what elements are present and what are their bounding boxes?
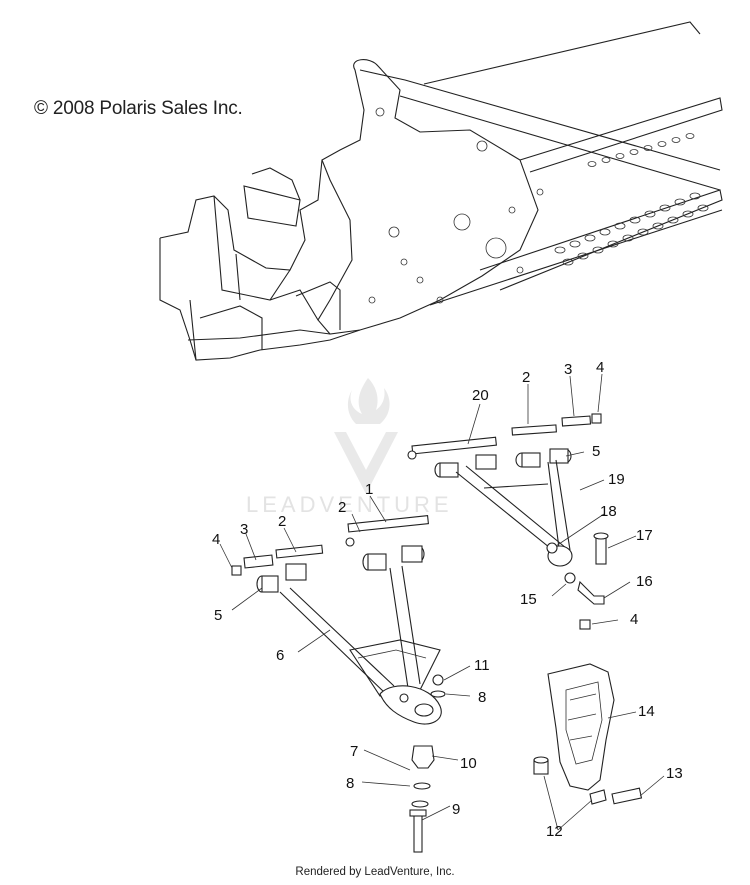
callout-6: 6 [276, 647, 284, 664]
callout-15: 15 [520, 591, 537, 608]
callout-18: 18 [600, 503, 617, 520]
callout-13: 13 [666, 765, 683, 782]
callout-4-lower: 4 [212, 531, 220, 548]
callout-2-lower-bolt: 2 [338, 499, 346, 516]
callout-5-lower: 5 [214, 607, 222, 624]
callout-2-lower-pin: 2 [278, 513, 286, 530]
spindle-assembly [533, 663, 643, 805]
callout-labels: 1 2 2 2 3 3 4 4 4 5 5 6 7 8 8 9 10 11 12… [212, 359, 683, 840]
callout-1: 1 [365, 481, 373, 498]
callout-2-upper: 2 [522, 369, 530, 386]
callout-4-upper: 4 [596, 359, 604, 376]
callout-17: 17 [636, 527, 653, 544]
upper-a-arm-assembly [407, 413, 609, 630]
callout-8-lower: 8 [346, 775, 354, 792]
chassis-frame [159, 21, 723, 361]
leadventure-watermark: LEADVENTURE [246, 378, 453, 517]
callout-12: 12 [546, 823, 563, 840]
callout-leaders [219, 373, 665, 831]
callout-5-upper: 5 [592, 443, 600, 460]
callout-14: 14 [638, 703, 655, 720]
callout-8-upper: 8 [478, 689, 486, 706]
callout-16: 16 [636, 573, 653, 590]
callout-7: 7 [350, 743, 358, 760]
callout-11: 11 [474, 657, 490, 674]
callout-3-upper: 3 [564, 361, 572, 378]
callout-19: 19 [608, 471, 625, 488]
footer-credit: Rendered by LeadVenture, Inc. [295, 866, 455, 878]
callout-10: 10 [460, 755, 477, 772]
callout-4-ball-joint-nut: 4 [630, 611, 638, 628]
lower-a-arm-assembly [231, 515, 446, 853]
callout-3-lower: 3 [240, 521, 248, 538]
callout-20: 20 [472, 387, 489, 404]
callout-9: 9 [452, 801, 460, 818]
watermark-text: LEADVENTURE [246, 492, 453, 517]
copyright-notice: © 2008 Polaris Sales Inc. [34, 98, 243, 119]
